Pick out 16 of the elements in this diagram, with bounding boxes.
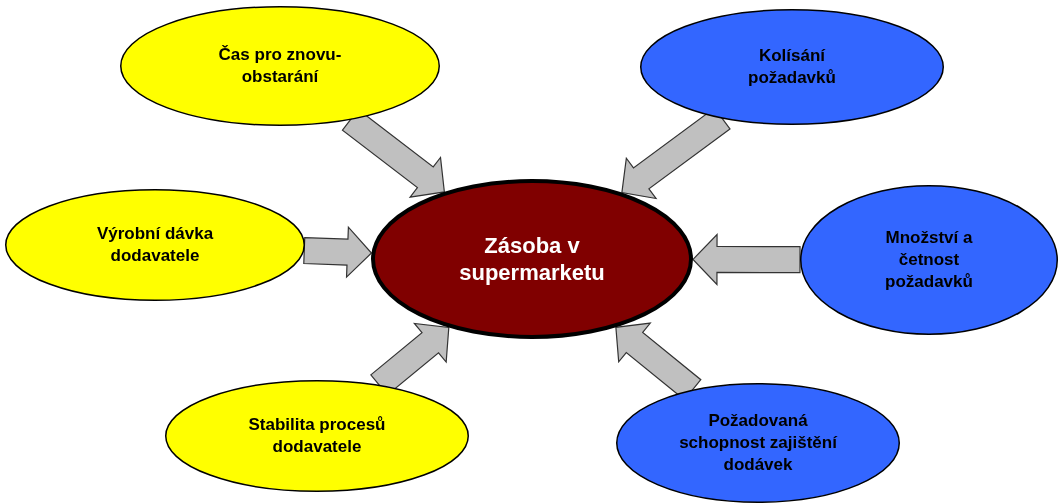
ellipse-node (616, 383, 900, 503)
node-label: Výrobní dávka dodavatele (95, 223, 215, 267)
ellipse-node (640, 9, 944, 125)
ellipse-node (371, 179, 693, 339)
block-arrow (303, 225, 373, 279)
node-label: Kolísání požadavků (747, 45, 837, 89)
ellipse-node (120, 6, 440, 126)
ellipse-node (165, 380, 469, 492)
node-label: Množství a četnost požadavků (884, 227, 974, 293)
node-label: Zásoba v supermarketu (458, 232, 606, 286)
node-label: Požadovaná schopnost zajištění dodávek (678, 410, 839, 476)
block-arrow (692, 233, 801, 286)
ellipse-node (800, 185, 1058, 335)
ellipse-node (5, 189, 305, 301)
node-label: Stabilita procesů dodavatele (247, 414, 387, 458)
node-label: Čas pro znovu-obstarání (217, 44, 343, 88)
